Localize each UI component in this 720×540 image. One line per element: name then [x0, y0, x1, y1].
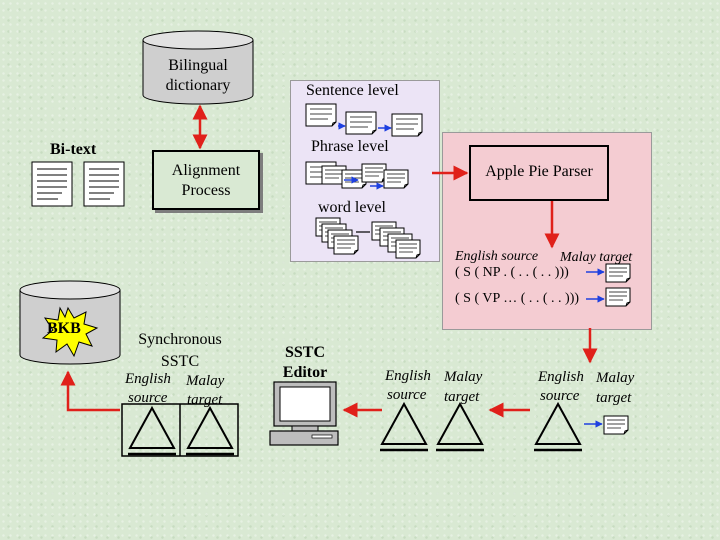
- sstc-editor-label: SSTC Editor: [270, 343, 340, 383]
- word-level-label: word level: [318, 199, 386, 216]
- output-malay-label: Malay: [596, 370, 635, 386]
- alignment-process-box: Alignment Process: [152, 150, 260, 210]
- bkb-star-burst: [41, 306, 99, 358]
- parse-malay-target-label: Malay target: [560, 250, 633, 265]
- computer-icon: [269, 381, 339, 446]
- parse-np-text: ( S ( NP . ( . . ( . . ))): [455, 265, 569, 280]
- parsed-source-tree: [532, 402, 629, 452]
- synchronous-sstc-trees: [121, 403, 239, 457]
- phrase-level-documents: [305, 161, 409, 190]
- bitext-documents: [31, 161, 125, 207]
- alignment-process-line1: Alignment: [171, 162, 241, 179]
- aligned-source-label: source: [387, 387, 427, 403]
- synchronous-label: Synchronous: [138, 331, 222, 348]
- bitext-label: Bi-text: [50, 141, 97, 158]
- alignment-process-line2: Process: [181, 182, 231, 199]
- sstc-to-bkb-arrow: [60, 370, 120, 412]
- aligned-english-label: English: [385, 368, 431, 384]
- sstc-editor-line2: Editor: [282, 364, 328, 381]
- bilingual-dictionary-line1: Bilingual: [168, 57, 228, 74]
- bilingual-dictionary-line2: dictionary: [165, 77, 231, 94]
- sstc-editor-line1: SSTC: [284, 344, 326, 361]
- aligned-malay-label: Malay: [444, 369, 483, 385]
- word-level-documents: [315, 217, 421, 259]
- output-source-label: source: [540, 388, 580, 404]
- apple-pie-parser-label: Apple Pie Parser: [485, 163, 593, 180]
- aligned-trees: [378, 402, 486, 452]
- output-english-label: English: [538, 369, 584, 385]
- apple-pie-parser-box: [469, 145, 609, 201]
- bkb-label: BKB: [47, 320, 81, 337]
- sync-target-label: target: [187, 392, 223, 408]
- sync-source-label: source: [128, 390, 168, 406]
- phrase-level-label: Phrase level: [311, 138, 389, 155]
- sstc-label: SSTC: [160, 353, 200, 370]
- sentence-level-label: Sentence level: [306, 82, 399, 99]
- sync-english-label: English: [125, 371, 171, 387]
- sentence-level-documents: [305, 103, 423, 137]
- synchronous-sstc-label: Synchronous SSTC: [122, 329, 238, 373]
- aligned-target-label: target: [444, 389, 480, 405]
- parse-np-target: [586, 263, 631, 283]
- parse-vp-text: ( S ( VP … ( . . ( . . ))): [455, 291, 580, 306]
- sync-malay-label: Malay: [186, 373, 225, 389]
- bilingual-dictionary-cylinder: [142, 30, 254, 105]
- parse-vp-target: [586, 287, 631, 307]
- output-target-label: target: [596, 390, 632, 406]
- parse-english-source-label: English source: [455, 249, 539, 264]
- bilingual-dictionary-label: Bilingual dictionary: [143, 56, 253, 96]
